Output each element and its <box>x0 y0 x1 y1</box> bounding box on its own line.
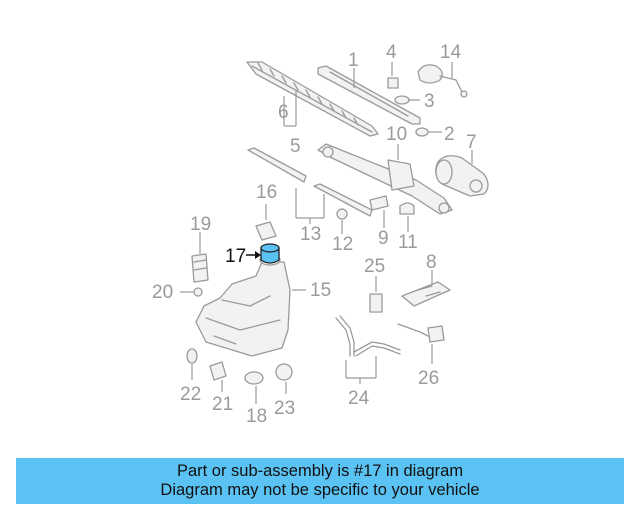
callout-6: 6 <box>278 102 289 123</box>
callout-12: 12 <box>332 234 353 255</box>
hose-right-outer <box>355 345 401 357</box>
callout-20: 20 <box>152 282 173 303</box>
callout-26: 26 <box>418 368 439 389</box>
callout-13: 13 <box>300 224 321 245</box>
callout-1: 1 <box>348 50 359 71</box>
washer-pump <box>191 253 209 283</box>
harness-connector <box>427 325 445 343</box>
callout-21: 21 <box>212 394 233 415</box>
clip <box>369 195 389 211</box>
hose-left <box>335 317 351 357</box>
callout-numbers: 1 2 3 4 5 6 7 8 9 10 11 12 13 14 15 16 1… <box>152 42 477 427</box>
harness <box>397 323 433 339</box>
arm-cap <box>417 64 468 98</box>
parts-diagram: 1 2 3 4 5 6 7 8 9 10 11 12 13 14 15 16 1… <box>152 42 489 427</box>
part-18 <box>244 371 264 385</box>
part-23 <box>275 363 293 381</box>
washer-reservoir <box>195 254 291 357</box>
pump-grommet <box>193 287 203 297</box>
nut <box>387 77 399 89</box>
callout-14: 14 <box>440 42 462 63</box>
rod-upper <box>247 147 307 183</box>
callout-23: 23 <box>274 398 295 419</box>
gasket <box>255 221 277 241</box>
callout-17-arrow <box>246 251 261 259</box>
callout-22: 22 <box>180 384 201 405</box>
hose-left-outer <box>339 315 355 357</box>
callout-16: 16 <box>256 182 277 203</box>
nozzle <box>369 293 383 313</box>
wiper-blade <box>246 61 379 137</box>
banner-line-1: Part or sub-assembly is #17 in diagram <box>176 462 464 480</box>
callout-8: 8 <box>426 252 437 273</box>
part-21 <box>209 361 227 381</box>
callout-15: 15 <box>310 280 331 301</box>
bracket <box>401 281 451 307</box>
callout-10: 10 <box>386 124 407 145</box>
callout-17-highlighted: 17 <box>225 246 246 267</box>
info-banner: Part or sub-assembly is #17 in diagram D… <box>16 458 624 504</box>
banner-line-2: Diagram may not be specific to your vehi… <box>160 481 480 499</box>
wiper-linkage <box>317 143 453 215</box>
wiper-motor <box>435 155 489 197</box>
callout-7: 7 <box>466 132 477 153</box>
callout-2: 2 <box>444 124 455 145</box>
part-22 <box>186 348 198 364</box>
reservoir-cap-highlighted <box>260 243 280 264</box>
callout-3: 3 <box>424 91 435 112</box>
bushing <box>336 208 348 220</box>
wiper-arm <box>317 65 421 125</box>
leader-lines <box>180 62 473 404</box>
callout-5: 5 <box>290 136 301 157</box>
callout-18: 18 <box>246 406 267 427</box>
grommet <box>415 127 429 137</box>
callout-11: 11 <box>398 232 418 253</box>
callout-4: 4 <box>386 42 397 63</box>
callout-25: 25 <box>364 256 385 277</box>
callout-24: 24 <box>348 388 370 409</box>
callout-19: 19 <box>190 214 211 235</box>
hose-right <box>353 341 401 353</box>
callout-9: 9 <box>378 228 389 249</box>
washer <box>394 95 410 105</box>
grommet-11 <box>399 202 415 215</box>
